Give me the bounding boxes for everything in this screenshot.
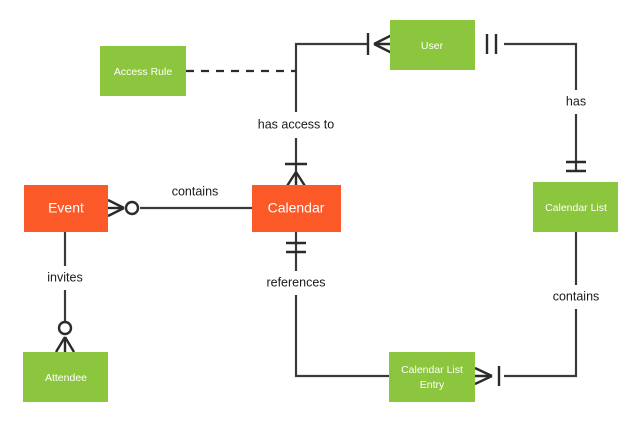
entity-calendar[interactable]: Calendar: [252, 185, 341, 232]
entity-calendar-list-rect[interactable]: [533, 182, 618, 232]
cardinality-user-left-many: [366, 33, 393, 55]
entity-calendar-list-entry-rect[interactable]: [389, 352, 475, 402]
edge-references: [294, 232, 389, 378]
edge-contains-entry-lower: [504, 309, 578, 378]
entity-attendee-label: Attendee: [45, 372, 87, 384]
relationship-label-invites: invites: [47, 270, 82, 284]
entity-access-rule-rect[interactable]: [100, 46, 186, 96]
relationship-label-contains-entry: contains: [553, 289, 600, 303]
relationship-label-contains-calendar: contains: [172, 184, 219, 198]
entity-attendee-rect[interactable]: [23, 352, 108, 402]
entity-calendar-list-entry-label-line2: Entry: [420, 379, 445, 391]
edge-has: [504, 42, 578, 170]
entity-attendee[interactable]: Attendee: [23, 352, 108, 402]
entity-calendar-list[interactable]: Calendar List: [533, 182, 618, 232]
entity-event[interactable]: Event: [24, 185, 108, 232]
cardinality-event-right-zero-or-many: [107, 198, 140, 218]
cardinality-calendar-top-many: [285, 162, 307, 187]
entity-calendar-rect[interactable]: [252, 185, 341, 232]
entity-event-rect[interactable]: [24, 185, 108, 232]
edge-has-upper: [504, 42, 578, 90]
entity-user-rect[interactable]: [390, 20, 475, 70]
cardinality-entry-right-many: [474, 366, 501, 386]
edge-references-lower: [294, 295, 389, 378]
entity-access-rule-label: Access Rule: [114, 66, 173, 78]
entity-calendar-label: Calendar: [268, 200, 325, 216]
edge-contains-entry: [504, 232, 578, 378]
cardinality-calendar-bottom-one: [286, 241, 306, 254]
cardinality-user-right-one: [485, 34, 498, 54]
entity-user[interactable]: User: [390, 20, 475, 70]
entity-calendar-list-label: Calendar List: [545, 202, 607, 214]
edge-has-access-to-upper: [294, 42, 368, 112]
relationship-label-has: has: [566, 94, 586, 108]
cardinality-calendar-list-top-one: [566, 160, 586, 173]
entity-calendar-list-entry[interactable]: Calendar List Entry: [389, 352, 475, 402]
cardinality-attendee-top-zero-or-many: [54, 320, 76, 353]
edge-has-access-to: [294, 42, 368, 172]
entity-calendar-list-entry-label-line1: Calendar List: [401, 364, 463, 376]
relationship-label-references: references: [266, 275, 325, 289]
relationship-label-has-access-to: has access to: [258, 117, 334, 131]
entity-user-label: User: [421, 40, 444, 52]
entity-event-label: Event: [48, 200, 84, 216]
entity-access-rule[interactable]: Access Rule: [100, 46, 186, 96]
